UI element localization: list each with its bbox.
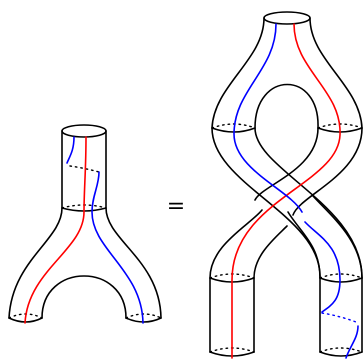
right-low-right-circle-back bbox=[320, 274, 362, 278]
right-blue-strand-lower bbox=[305, 222, 340, 312]
back-tube-edge-a bbox=[255, 128, 318, 200]
front-tube-edge-b bbox=[255, 128, 362, 278]
right-top-boundary-circle bbox=[264, 12, 310, 24]
right-mid-left-circle-back bbox=[212, 124, 255, 128]
right-blue-strand-back-dotted bbox=[322, 313, 356, 322]
back-tube-lower-edge-a bbox=[288, 212, 320, 278]
left-pants-outer-right bbox=[106, 208, 161, 318]
right-body-inner-arch bbox=[255, 85, 318, 129]
right-front-tube bbox=[212, 128, 362, 278]
lower-left-tube-edge-b bbox=[254, 226, 287, 278]
bottom-right-circle-front bbox=[320, 352, 362, 356]
right-back-tube bbox=[255, 128, 362, 278]
lower-left-tube-edge-a bbox=[210, 210, 262, 278]
bottom-right-circle-back bbox=[320, 348, 362, 352]
left-red-strand bbox=[25, 137, 86, 323]
right-lower-left-tube bbox=[210, 210, 287, 278]
right-low-right-circle-front bbox=[320, 278, 362, 282]
equals-sign: = bbox=[167, 194, 185, 219]
left-blue-strand-lower bbox=[92, 172, 143, 323]
right-red-strand bbox=[232, 24, 340, 358]
left-blue-strand-top bbox=[67, 137, 74, 163]
right-twisted-cobordism bbox=[210, 12, 362, 358]
right-blue-strand-upper bbox=[234, 24, 302, 212]
right-top-cylinder bbox=[264, 12, 310, 24]
left-top-boundary-circle bbox=[62, 125, 106, 137]
back-tube-edge-b bbox=[293, 128, 362, 215]
left-pants-cobordism bbox=[9, 125, 161, 323]
left-pants-body bbox=[9, 208, 161, 322]
left-pants-inner-arch bbox=[42, 276, 126, 318]
